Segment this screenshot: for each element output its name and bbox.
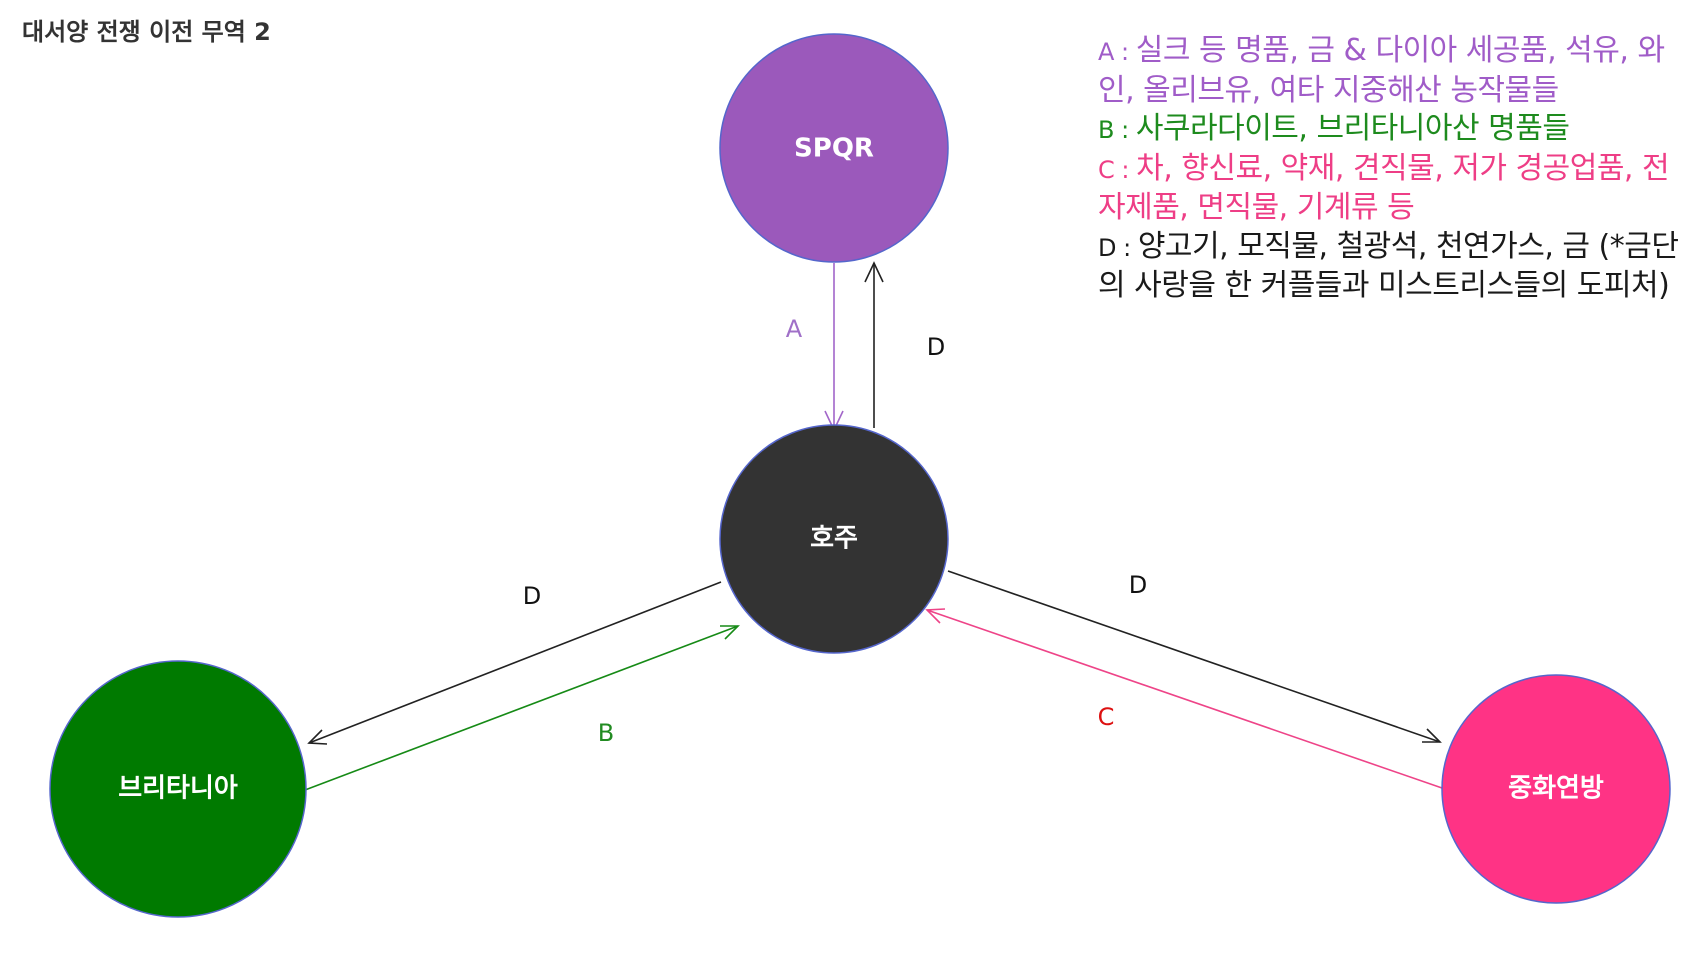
legend: A : 실크 등 명품, 금 & 다이아 세공품, 석유, 와인, 올리브유, … [1098, 32, 1688, 306]
edge-label-d-britannia: D [523, 582, 541, 610]
node-australia: 호주 [719, 424, 949, 654]
edge-d-australia-to-china [947, 570, 1441, 743]
node-spqr: SPQR [719, 33, 949, 263]
node-britannia: 브리타니아 [49, 660, 307, 918]
node-china: 중화연방 [1441, 674, 1671, 904]
node-britannia-label: 브리타니아 [118, 774, 238, 804]
edge-label-b: B [598, 719, 614, 747]
legend-item-c: C : 차, 향신료, 약재, 견직물, 저가 경공업품, 전자제품, 면직물,… [1098, 150, 1688, 228]
edge-label-d-china: D [1129, 571, 1147, 599]
edge-d-australia-to-britannia [308, 581, 722, 744]
arrowhead-c [925, 608, 946, 624]
node-spqr-circle [719, 33, 949, 263]
legend-key-b: B : [1098, 116, 1136, 144]
legend-text-b: 사쿠라다이트, 브리타니아산 명품들 [1135, 111, 1570, 146]
legend-text-c: 차, 향신료, 약재, 견직물, 저가 경공업품, 전자제품, 면직물, 기계류… [1098, 150, 1670, 226]
arrowhead-b [720, 625, 740, 640]
node-britannia-circle [49, 660, 307, 918]
node-spqr-label: SPQR [794, 134, 874, 164]
legend-item-a: A : 실크 등 명품, 금 & 다이아 세공품, 석유, 와인, 올리브유, … [1098, 32, 1688, 110]
node-china-label: 중화연방 [1508, 774, 1604, 804]
arrowhead-d-spqr [864, 261, 884, 283]
legend-key-a: A : [1098, 38, 1136, 66]
legend-item-b: B : 사쿠라다이트, 브리타니아산 명품들 [1098, 110, 1688, 150]
legend-item-d: D : 양고기, 모직물, 철광석, 천연가스, 금 (*금단의 사랑을 한 커… [1098, 228, 1688, 306]
node-australia-circle [719, 424, 949, 654]
node-china-circle [1441, 674, 1671, 904]
edge-c-china-to-australia [926, 609, 1443, 789]
edge-label-a: A [786, 315, 803, 343]
legend-key-c: C : [1098, 155, 1137, 184]
edge-label-d-spqr: D [927, 333, 945, 361]
node-australia-label: 호주 [810, 524, 858, 554]
legend-key-d: D : [1098, 233, 1138, 262]
legend-text-a: 실크 등 명품, 금 & 다이아 세공품, 석유, 와인, 올리브유, 여타 지… [1098, 33, 1665, 108]
edge-label-c: C [1098, 703, 1115, 731]
edge-b-britannia-to-australia [304, 625, 739, 791]
arrowhead-d-britannia [307, 729, 328, 745]
page-title: 대서양 전쟁 이전 무역 2 [22, 18, 271, 46]
legend-text-d: 양고기, 모직물, 철광석, 천연가스, 금 (*금단의 사랑을 한 커플들과 … [1098, 228, 1679, 304]
arrowhead-d-china [1422, 728, 1442, 743]
